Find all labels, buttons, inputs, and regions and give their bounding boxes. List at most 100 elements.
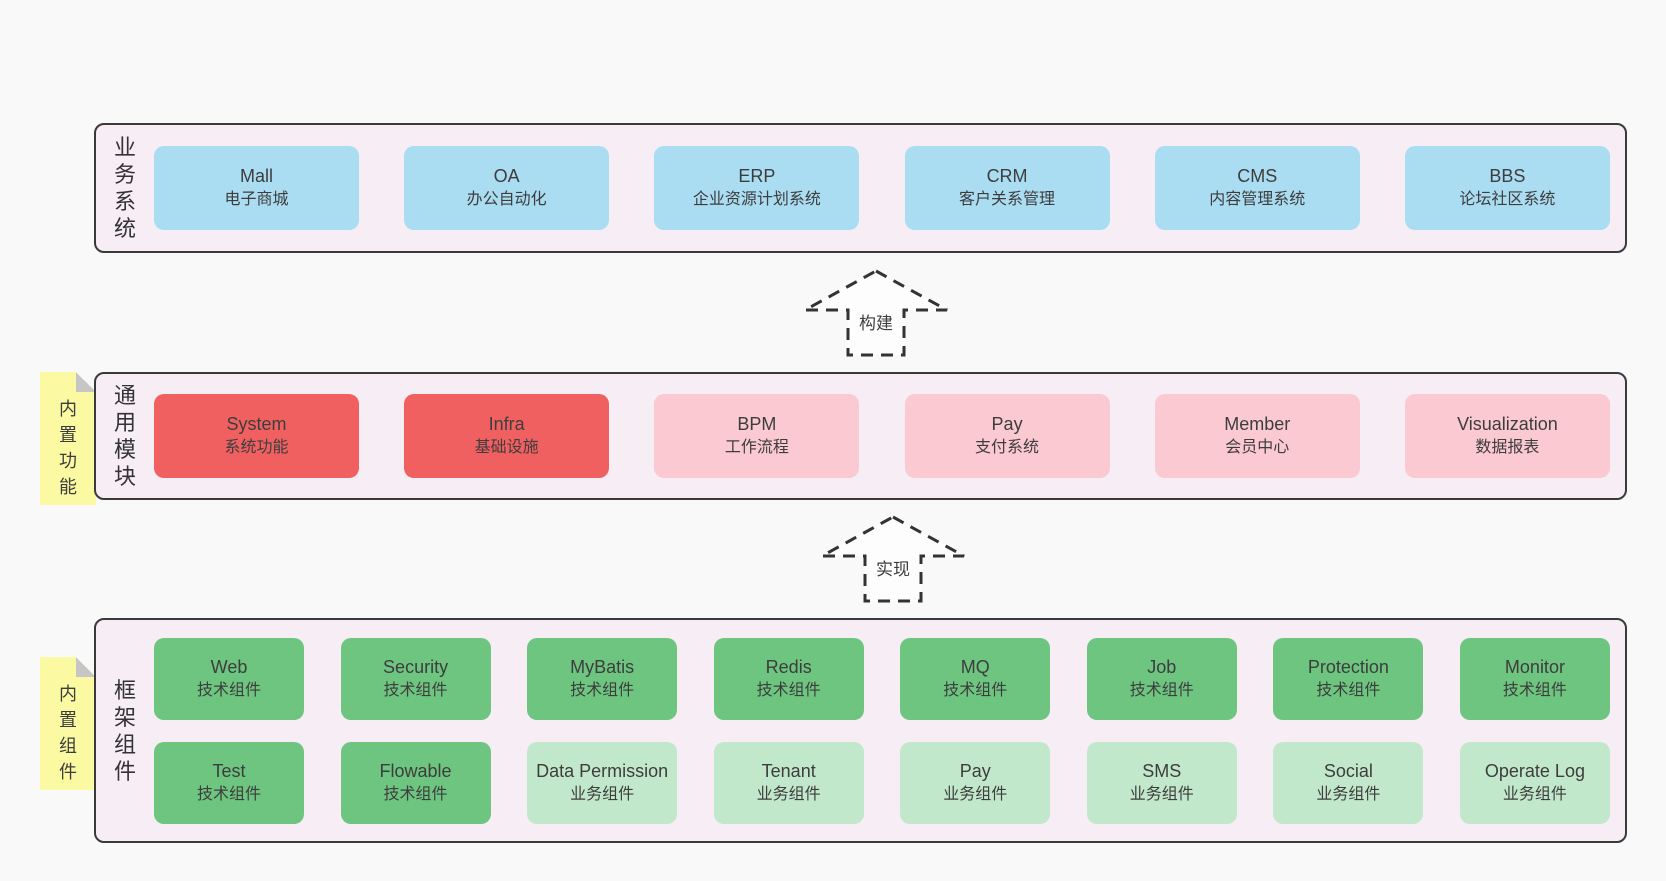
module-box-tenant: Tenant 业务组件: [713, 741, 864, 824]
module-subtitle: 业务组件: [943, 785, 1008, 803]
module-box-sms: SMS 业务组件: [1086, 741, 1237, 824]
module-subtitle: 业务组件: [570, 785, 635, 803]
sticky-note-label: 内置功能: [40, 396, 96, 500]
module-name: Mall: [239, 166, 273, 186]
module-subtitle: 业务组件: [756, 785, 821, 803]
module-box-member: Member 会员中心: [1154, 394, 1360, 478]
module-name: Social: [1323, 760, 1373, 781]
vertical-char: 功: [59, 451, 77, 471]
module-name: Job: [1147, 656, 1177, 677]
sticky-note-label: 内置组件: [40, 681, 96, 785]
module-box-job: Job 技术组件: [1086, 637, 1237, 720]
module-box-web: Web 技术组件: [154, 637, 304, 720]
module-subtitle: 技术组件: [1129, 681, 1194, 699]
module-subtitle: 基础设施: [474, 439, 539, 456]
vertical-char: 内: [59, 684, 77, 704]
module-box-redis: Redis 技术组件: [713, 637, 864, 720]
module-name: Operate Log: [1484, 760, 1585, 781]
module-name: BPM: [737, 414, 777, 434]
folded-corner: [76, 657, 96, 677]
arrow-outline: [804, 269, 948, 357]
vertical-char: 置: [59, 710, 77, 730]
module-subtitle: 企业资源计划系统: [692, 191, 821, 208]
module-name: Redis: [765, 656, 812, 677]
vertical-char: 用: [113, 410, 136, 435]
vertical-char: 组: [59, 736, 77, 756]
vertical-char: 内: [59, 399, 77, 419]
dashed-up-arrow-implement: 实现: [821, 515, 965, 603]
module-subtitle: 技术组件: [1502, 681, 1567, 699]
module-subtitle: 技术组件: [756, 681, 821, 699]
module-name: MQ: [960, 656, 990, 677]
module-name: Tenant: [761, 760, 816, 781]
module-name: Data Permission: [536, 760, 669, 781]
module-name: Member: [1224, 414, 1291, 434]
band-label-business-systems: 业务系统: [96, 125, 154, 251]
module-subtitle: 系统功能: [224, 439, 289, 456]
module-subtitle: 工作流程: [724, 439, 789, 456]
module-box-data-permission: Data Permission 业务组件: [527, 741, 678, 824]
dashed-up-arrow-build: 构建: [804, 269, 948, 357]
arrow-label-implement: 实现: [876, 560, 910, 579]
module-subtitle: 业务组件: [1316, 785, 1381, 803]
module-subtitle: 技术组件: [570, 681, 635, 699]
vertical-char: 模: [113, 437, 136, 462]
module-name: Web: [210, 656, 248, 677]
module-box-monitor: Monitor 技术组件: [1459, 637, 1610, 720]
module-subtitle: 论坛社区系统: [1459, 191, 1556, 208]
module-box-test: Test 技术组件: [154, 741, 304, 824]
module-box-bpm: BPM 工作流程: [654, 394, 860, 478]
module-name: CRM: [986, 166, 1028, 186]
module-subtitle: 会员中心: [1225, 439, 1290, 456]
vertical-char: 通: [113, 383, 136, 408]
folded-corner: [76, 372, 96, 392]
vertical-char: 统: [113, 216, 136, 241]
band-label-common-modules: 通用模块: [96, 374, 154, 498]
module-subtitle: 数据报表: [1475, 439, 1540, 456]
vertical-char: 系: [113, 189, 136, 214]
vertical-char: 块: [113, 464, 136, 489]
vertical-char: 件: [59, 762, 77, 782]
sticky-note-builtin-components: 内置组件: [40, 657, 96, 790]
module-name: System: [226, 414, 287, 434]
arrow-outline: [821, 515, 965, 603]
module-name: Test: [212, 760, 246, 781]
vertical-char: 业: [113, 135, 136, 160]
vertical-char: 架: [113, 704, 136, 730]
common-module-boxes: System 系统功能 Infra 基础设施 BPM 工作流程 Pay 支付系统 Member 会…: [154, 374, 1625, 498]
module-box-social: Social 业务组件: [1273, 741, 1424, 824]
module-subtitle: 业务组件: [1502, 785, 1567, 803]
module-name: Pay: [991, 414, 1023, 434]
module-subtitle: 技术组件: [196, 785, 261, 803]
module-box-erp: ERP 企业资源计划系统: [654, 146, 860, 230]
arrow-label-build: 构建: [859, 314, 893, 333]
module-name: SMS: [1142, 760, 1182, 781]
module-box-pay: Pay 支付系统: [904, 394, 1110, 478]
module-name: ERP: [738, 166, 776, 186]
module-subtitle: 支付系统: [975, 439, 1040, 456]
module-subtitle: 业务组件: [1129, 785, 1194, 803]
module-name: Visualization: [1457, 414, 1558, 434]
sticky-note-builtin-features: 内置功能: [40, 372, 96, 505]
module-subtitle: 技术组件: [943, 681, 1008, 699]
module-box-operate-log: Operate Log 业务组件: [1459, 741, 1610, 824]
band-label-framework-components: 框架组件: [96, 620, 154, 841]
module-subtitle: 技术组件: [196, 681, 261, 699]
module-name: Monitor: [1504, 656, 1565, 677]
module-box-visualization: Visualization 数据报表: [1404, 394, 1610, 478]
vertical-char: 务: [113, 162, 136, 187]
vertical-char: 能: [59, 477, 77, 497]
module-name: Infra: [488, 414, 525, 434]
module-name: MyBatis: [570, 656, 635, 677]
module-name: Pay: [959, 760, 991, 781]
